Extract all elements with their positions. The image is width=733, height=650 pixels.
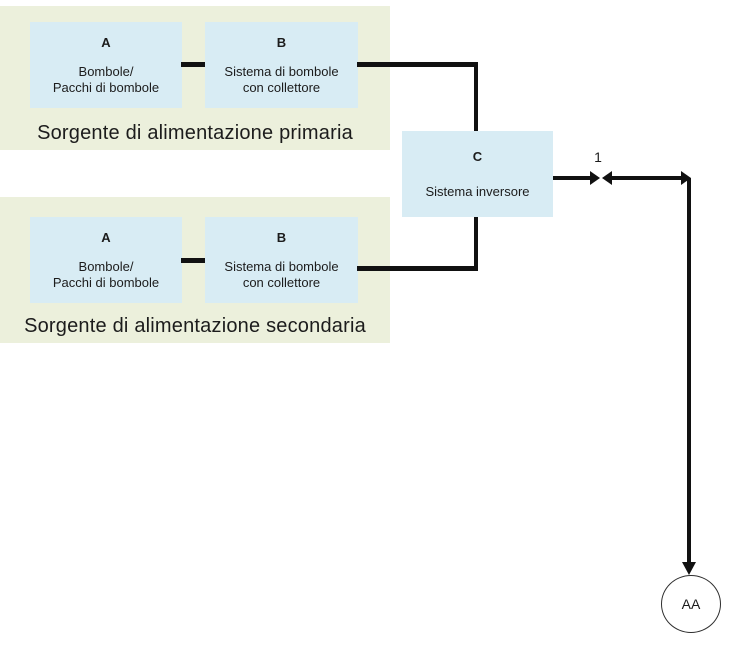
box-letter: B: [276, 230, 287, 246]
terminal-label: AA: [681, 596, 701, 612]
box-label: Bombole/ Pacchi di bombole: [53, 259, 159, 290]
box-label: Sistema di bombole con collettore: [224, 259, 338, 290]
box-label: Sistema inversore: [425, 183, 530, 199]
secondary-box-b: B Sistema di bombole con collettore: [205, 217, 358, 303]
box-letter: A: [101, 35, 111, 51]
box-letter: B: [276, 35, 287, 51]
connector-c-to-junction: [553, 176, 590, 180]
box-letter: A: [101, 230, 111, 246]
junction-label: 1: [594, 149, 602, 165]
box-label-line2: con collettore: [242, 274, 321, 290]
connector-junction-to-corner: [612, 176, 681, 180]
box-label-line1: Bombole/: [78, 259, 134, 275]
secondary-box-a: A Bombole/ Pacchi di bombole: [30, 217, 182, 303]
arrowhead-right-icon: [590, 171, 600, 185]
primary-box-a: A Bombole/ Pacchi di bombole: [30, 22, 182, 108]
box-label-line1: Sistema di bombole: [224, 259, 339, 275]
connector-primary-b-to-c-vertical: [474, 62, 478, 131]
box-label-line1: Sistema di bombole: [224, 64, 339, 80]
primary-box-b: B Sistema di bombole con collettore: [205, 22, 358, 108]
secondary-panel-title: Sorgente di alimentazione secondaria: [24, 315, 366, 337]
box-letter: C: [472, 148, 483, 164]
panel-primary-source: A Bombole/ Pacchi di bombole B Sistema d…: [0, 6, 390, 150]
connector-down-to-terminal: [687, 178, 691, 562]
inverter-box-c: C Sistema inversore: [402, 131, 553, 217]
arrowhead-right-icon: [681, 171, 691, 185]
arrowhead-down-icon: [682, 562, 696, 575]
primary-panel-title: Sorgente di alimentazione primaria: [37, 122, 353, 144]
connector-primary-b-to-c-horizontal: [357, 62, 476, 67]
connector-secondary-b-to-c-horizontal: [357, 266, 476, 271]
arrowhead-left-icon: [602, 171, 612, 185]
box-label: Sistema di bombole con collettore: [224, 64, 338, 95]
box-label-line1: Bombole/: [78, 64, 134, 80]
box-label-line2: Pacchi di bombole: [52, 79, 160, 95]
connector-secondary-b-to-c-vertical: [474, 217, 478, 271]
box-label: Bombole/ Pacchi di bombole: [53, 64, 159, 95]
box-label-line2: Pacchi di bombole: [52, 274, 160, 290]
box-label-line2: con collettore: [242, 79, 321, 95]
terminal-circle-aa: AA: [661, 575, 721, 633]
panel-secondary-source: A Bombole/ Pacchi di bombole B Sistema d…: [0, 197, 390, 343]
connector-secondary-a-b: [181, 258, 205, 263]
connector-primary-a-b: [181, 62, 205, 67]
